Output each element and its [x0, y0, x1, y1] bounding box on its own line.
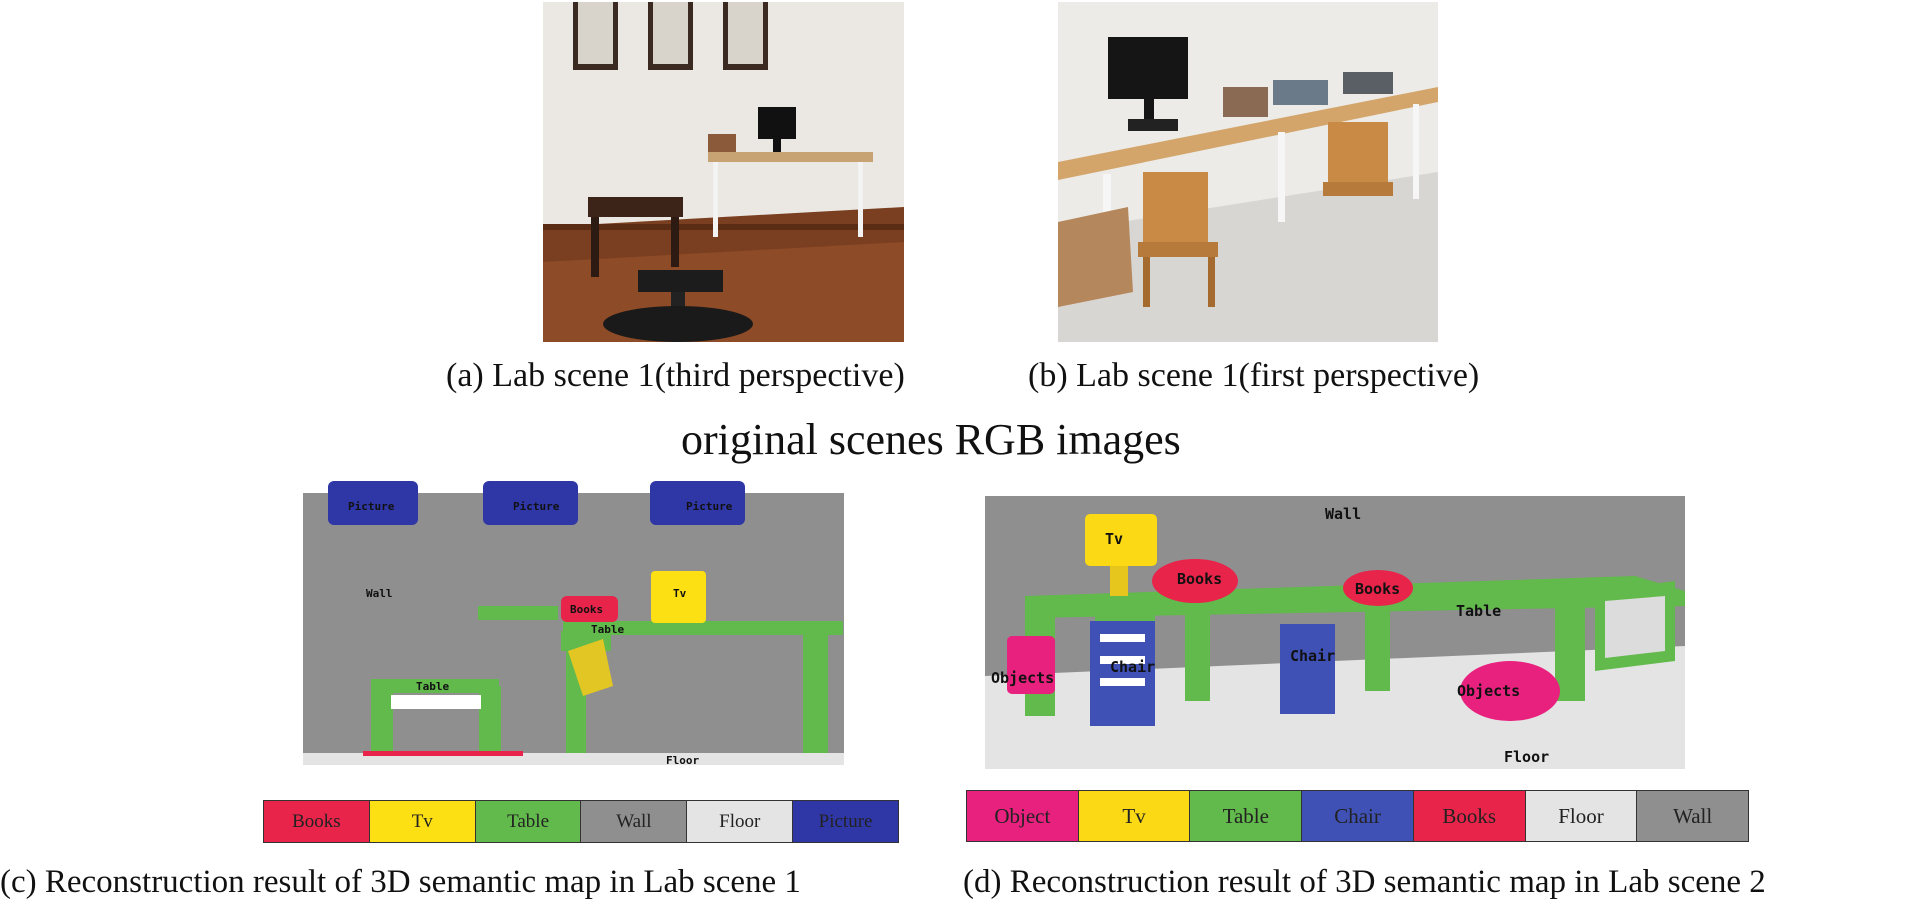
- legend-panel-d: Object Tv Table Chair Books Floor Wall: [966, 790, 1749, 842]
- legend-d-table: Table: [1190, 791, 1303, 841]
- map-c-label-table-1: Table: [591, 623, 625, 636]
- photo-b-illustration: [1058, 2, 1438, 342]
- legend-d-floor: Floor: [1525, 791, 1638, 841]
- map-c-label-table-2: Table: [416, 680, 450, 693]
- legend-c-table: Table: [475, 801, 582, 842]
- legend-c-wall: Wall: [581, 801, 688, 842]
- map-d-label-floor: Floor: [1504, 748, 1550, 766]
- caption-panel-d: (d) Reconstruction result of 3D semantic…: [963, 864, 1766, 900]
- semantic-map-lab-scene-1: Picture Picture Picture Wall Books Tv Ta…: [303, 481, 844, 765]
- map-d-label-chair-2: Chair: [1290, 647, 1336, 665]
- map-c-label-tv: Tv: [673, 587, 687, 600]
- map-c-label-picture-3: Picture: [686, 500, 733, 513]
- caption-panel-a: (a) Lab scene 1(third perspective): [446, 357, 905, 394]
- map-d-label-wall: Wall: [1325, 505, 1362, 523]
- map-c-label-books: Books: [570, 603, 604, 616]
- map-d-label-books-2: Books: [1355, 580, 1401, 598]
- legend-c-picture: Picture: [793, 801, 898, 842]
- caption-panel-c: (c) Reconstruction result of 3D semantic…: [0, 864, 801, 900]
- map-c-label-floor: Floor: [666, 754, 700, 765]
- legend-d-wall: Wall: [1637, 791, 1749, 841]
- legend-c-floor: Floor: [687, 801, 794, 842]
- map-d-label-tv: Tv: [1105, 530, 1124, 548]
- section-title: original scenes RGB images: [681, 415, 1181, 464]
- semantic-map-lab-scene-2: Wall Tv Books Books Table Objects Chair …: [985, 496, 1685, 769]
- legend-d-object: Object: [967, 791, 1079, 841]
- map-c-label-picture-1: Picture: [348, 500, 395, 513]
- map-c-label-wall: Wall: [366, 587, 393, 600]
- legend-d-chair: Chair: [1302, 791, 1414, 841]
- legend-c-tv: Tv: [369, 801, 476, 842]
- map-c-label-picture-2: Picture: [513, 500, 560, 513]
- photo-a-illustration: [543, 2, 904, 342]
- map-d-label-books-1: Books: [1177, 570, 1223, 588]
- legend-panel-c: Books Tv Table Wall Floor Picture: [263, 800, 899, 843]
- legend-d-books: Books: [1413, 791, 1526, 841]
- photo-lab-scene-1-first: [1058, 2, 1438, 342]
- photo-lab-scene-1-third: [543, 2, 904, 342]
- caption-panel-b: (b) Lab scene 1(first perspective): [1028, 357, 1480, 394]
- map-d-label-objects-1: Objects: [991, 669, 1055, 687]
- map-d-label-table: Table: [1456, 602, 1502, 620]
- map-d-label-objects-2: Objects: [1457, 682, 1521, 700]
- map-d-illustration: [985, 496, 1685, 769]
- map-c-illustration: [303, 481, 844, 765]
- legend-c-books: Books: [264, 801, 370, 842]
- map-d-label-chair-1: Chair: [1110, 658, 1156, 676]
- legend-d-tv: Tv: [1078, 791, 1191, 841]
